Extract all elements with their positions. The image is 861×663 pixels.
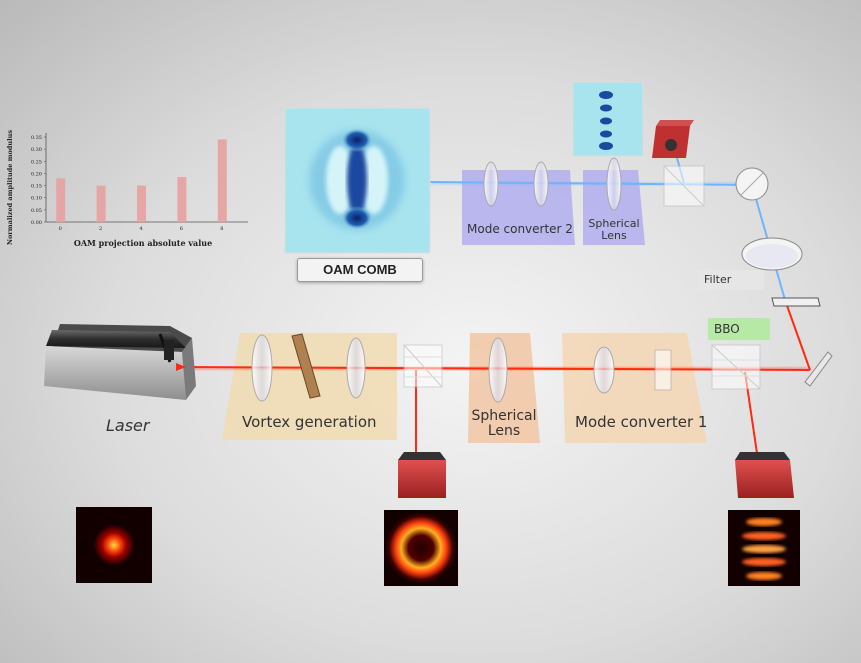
spherical-lens-top-line1: Spherical: [588, 217, 640, 230]
chart-y-tick-label: 0.35: [31, 135, 42, 141]
top-detector-image: [572, 81, 644, 157]
mirror-top-right: [735, 167, 769, 201]
beam-splitter-top: [663, 165, 705, 207]
mode-converter-2-lens-b: [533, 161, 549, 207]
camera-top: [652, 120, 694, 158]
spherical-lens-bottom-line1: Spherical: [471, 408, 537, 424]
mode-converter-1-label: Mode converter 1: [575, 413, 708, 431]
laser-label: Laser: [106, 416, 150, 435]
filter-label: Filter: [698, 270, 764, 290]
chart-x-tick-label: 8: [220, 226, 223, 232]
camera-bottom-right: [735, 452, 794, 498]
laser-source: [44, 324, 196, 400]
chart-x-tick-label: 4: [139, 226, 142, 232]
oam-comb-image: [284, 107, 431, 254]
bbo-crystal: [771, 297, 821, 307]
spherical-lens-bottom-label: Spherical Lens: [467, 408, 541, 440]
mode-converter-2-lens-a: [483, 161, 499, 207]
oam-comb-label: OAM COMB: [297, 258, 423, 282]
chart-y-tick-label: 0.10: [31, 196, 42, 202]
chart-y-label: Normalized amplitude modulus: [6, 130, 14, 245]
mode-converter-2-label: Mode converter 2: [467, 222, 573, 236]
spherical-lens-bottom-line2: Lens: [487, 423, 521, 440]
hg-mode-image: [728, 510, 800, 586]
chart-bar: [217, 139, 227, 222]
chart-bar: [137, 185, 146, 222]
chart-x-tick-label: 0: [59, 226, 62, 232]
vortex-ring-image: [384, 510, 458, 586]
chart-bar: [96, 185, 106, 222]
vortex-generation-label: Vortex generation: [242, 413, 377, 431]
vortex-lens-2: [346, 337, 366, 399]
bbo-label: BBO: [708, 318, 770, 340]
spherical-lens-top: [606, 157, 622, 211]
beam-splitter-2: [711, 344, 761, 390]
mode-converter-1-lens-b: [654, 349, 672, 391]
vortex-lens-1: [251, 334, 273, 402]
camera-bottom-left: [398, 452, 446, 498]
chart-x-tick-label: 2: [99, 226, 102, 232]
vortex-plate: [291, 333, 321, 399]
chart-y-tick-label: 0.05: [31, 208, 42, 214]
gaussian-spot-image: [76, 507, 152, 583]
oam-bar-chart: 0.00 0.05 0.10 0.15 0.20 0.25 0.30 0.35 0 2 4 6 8OAM…: [6, 130, 248, 248]
spherical-lens-bottom: [488, 337, 508, 403]
chart-y-tick-label: 0.00: [31, 220, 42, 226]
chart-bar: [177, 177, 187, 222]
chart-x-label: OAM projection absolute value: [74, 238, 212, 248]
mirror-bottom-right: [804, 351, 833, 387]
chart-bar: [56, 178, 66, 222]
chart-y-tick-label: 0.15: [31, 184, 42, 190]
filter-element: [741, 237, 803, 271]
chart-y-tick-label: 0.30: [31, 147, 42, 153]
mode-converter-1-lens-a: [593, 346, 615, 394]
spherical-lens-top-line2: Lens: [601, 229, 627, 243]
chart-y-tick-label: 0.20: [31, 171, 42, 177]
chart-y-tick-label: 0.25: [31, 159, 42, 165]
spherical-lens-top-label: Spherical Lens: [584, 217, 644, 243]
beam-splitter-1: [403, 344, 443, 388]
chart-x-tick-label: 6: [180, 226, 183, 232]
